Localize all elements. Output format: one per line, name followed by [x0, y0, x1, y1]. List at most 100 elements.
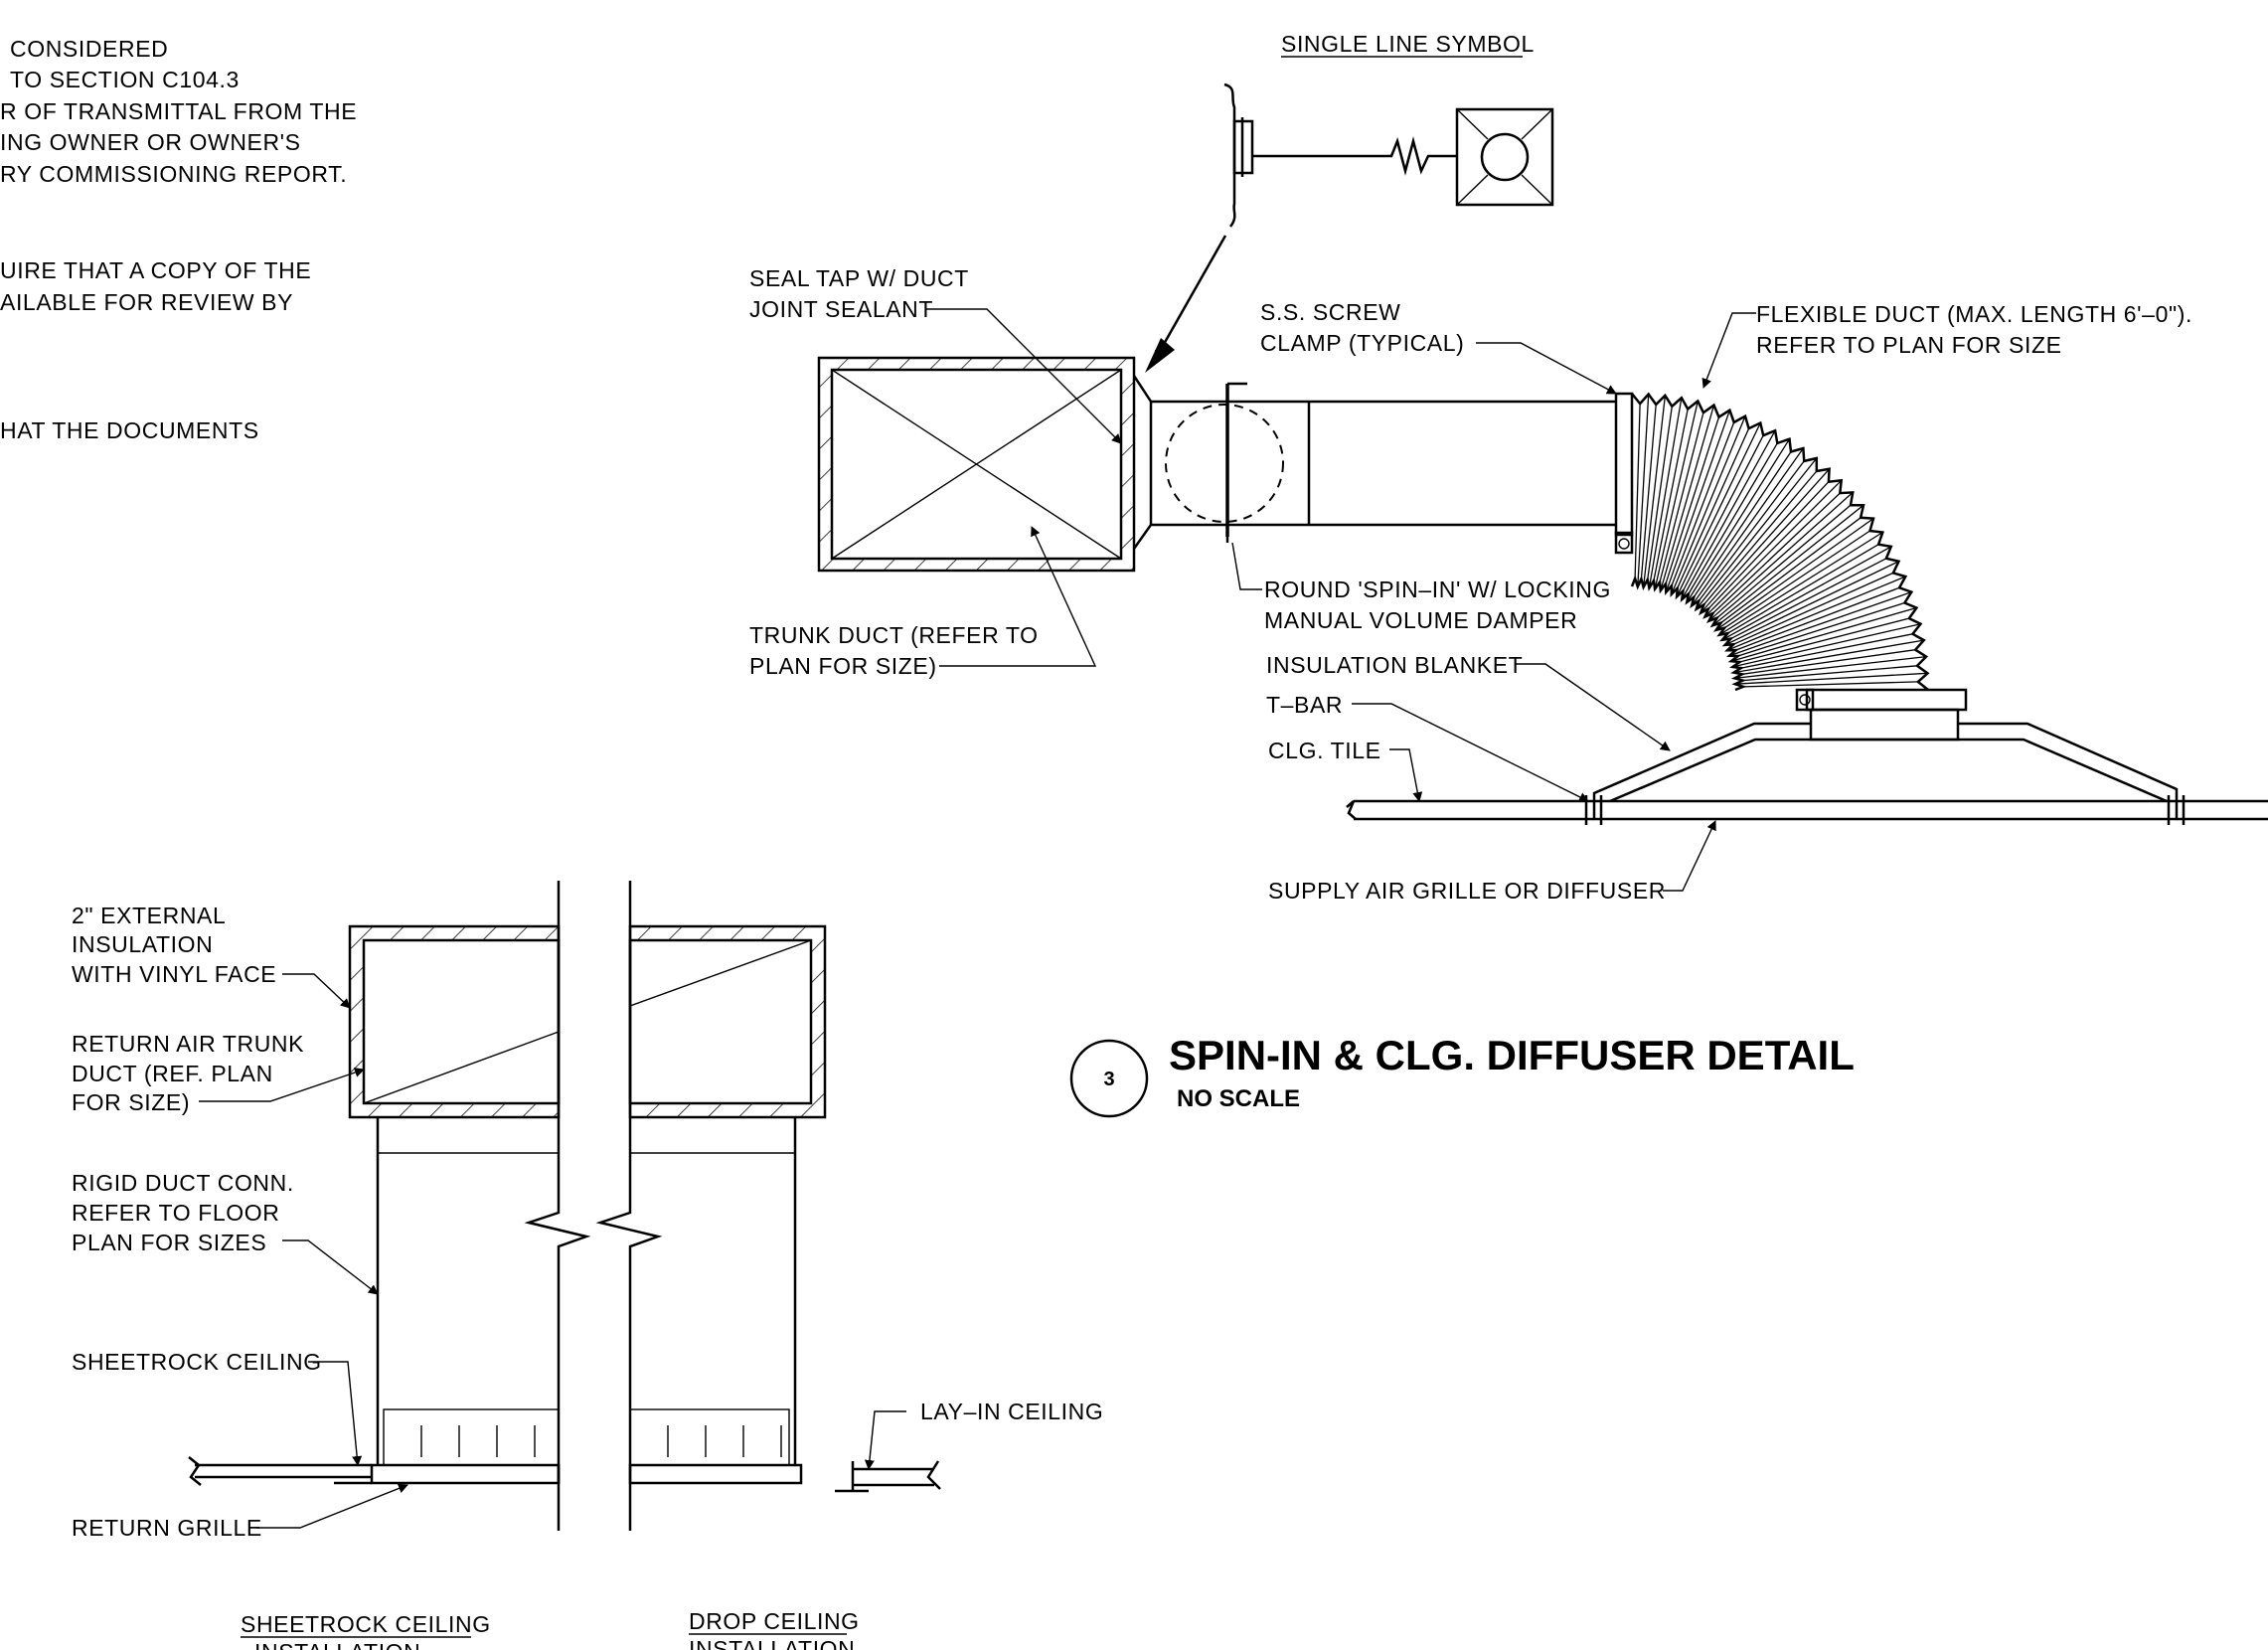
hatch-bottom: [630, 1103, 825, 1117]
flex-rib: [1676, 422, 1761, 597]
lay-in-t-bar: [835, 1461, 869, 1493]
label-rigid: REFER TO FLOOR: [72, 1200, 279, 1226]
label-trunk-duct: TRUNK DUCT (REFER TO: [749, 622, 1039, 648]
leader-clg-tile: [1389, 748, 1423, 802]
label-flex-duct: REFER TO PLAN FOR SIZE: [1756, 332, 2062, 358]
flex-rib: [1671, 421, 1735, 586]
sheetrock-ceiling-line: [188, 1456, 372, 1486]
flex-rib: [1647, 406, 1673, 580]
note-line: RY COMMISSIONING REPORT.: [0, 161, 347, 187]
clg-tile-right: [2177, 799, 2268, 821]
flex-rib: [1739, 617, 1910, 663]
flex-rib: [1642, 395, 1667, 587]
flex-rib: [1665, 416, 1720, 584]
note-line: R OF TRANSMITTAL FROM THE: [0, 98, 357, 124]
label-ss-screw: S.S. SCREW: [1260, 299, 1400, 325]
flex-rib: [1741, 649, 1916, 675]
return-detail: 2" EXTERNAL INSULATION WITH VINYL FACE R…: [72, 881, 1103, 1650]
leader-ext-insul: [282, 973, 351, 1009]
label-ext-insul: 2" EXTERNAL: [72, 903, 226, 928]
flex-rib: [1660, 405, 1715, 591]
leader-seal-tap: [926, 308, 1122, 444]
label-supply-grille: SUPPLY AIR GRILLE OR DIFFUSER: [1268, 878, 1666, 904]
leader-rigid: [282, 1239, 379, 1295]
flex-rib: [1740, 633, 1913, 669]
hatch-right: [1121, 370, 1134, 559]
arrowhead: [1145, 338, 1175, 373]
trunk-duct: [817, 356, 1136, 573]
hatch-bottom: [819, 559, 1134, 571]
symbol-diffuser-square: [1455, 107, 1554, 207]
label-ext-insul: WITH VINYL FACE: [72, 961, 276, 987]
sheetrock-installation-subtitle: INSTALLATION: [254, 1639, 420, 1650]
label-return-grille: RETURN GRILLE: [72, 1515, 262, 1541]
note-line: HAT THE DOCUMENTS: [0, 417, 259, 443]
label-flex-duct: FLEXIBLE DUCT (MAX. LENGTH 6'–0").: [1756, 301, 2192, 327]
label-rigid: RIGID DUCT CONN.: [72, 1170, 294, 1196]
flex-rib: [1659, 412, 1704, 582]
flex-rib: [1732, 572, 1894, 645]
break-line-right: [595, 881, 663, 1531]
lay-in-ceiling-line: [853, 1460, 941, 1490]
flex-rib: [1708, 491, 1854, 622]
symbol-arrow: [1153, 235, 1227, 361]
label-lay-in-ceiling: LAY–IN CEILING: [920, 1399, 1103, 1424]
label-ext-insul: INSULATION: [72, 931, 213, 957]
leader-return-grille: [256, 1483, 408, 1529]
flex-rib: [1671, 415, 1746, 595]
flex-rib: [1686, 438, 1791, 603]
leader-supply-grille: [1663, 820, 1716, 892]
flex-rib: [1707, 481, 1830, 610]
label-spin-in: MANUAL VOLUME DAMPER: [1264, 607, 1577, 633]
symbol-damper-zigzag: [1252, 136, 1456, 176]
flex-rib: [1733, 639, 1924, 674]
grille-left-face: [370, 1463, 561, 1485]
hatch-right: [811, 940, 825, 1103]
hatch-left: [350, 940, 364, 1103]
hatch-top: [350, 926, 559, 940]
note-line: CONSIDERED: [10, 36, 168, 62]
flex-rib: [1693, 451, 1792, 598]
flex-rib: [1721, 546, 1892, 641]
leader-insulation: [1516, 663, 1671, 751]
grille-right-body: [629, 1408, 790, 1466]
leader-return-trunk: [199, 1068, 365, 1102]
flex-rib: [1654, 401, 1699, 589]
flex-rib: [1737, 601, 1905, 657]
clamp-screw: [1618, 538, 1630, 550]
detail-scale: NO SCALE: [1177, 1085, 1300, 1112]
return-trunk-right-inner: [628, 938, 813, 1105]
flex-rib: [1718, 531, 1883, 636]
flex-rib: [1726, 576, 1906, 651]
lay-in-ceiling-line: [1346, 795, 2268, 825]
drop-ceiling-subtitle: INSTALLATION: [689, 1636, 855, 1650]
flex-rib: [1734, 655, 1927, 680]
clamp-screw-tab: [1614, 531, 1634, 555]
grille-blades: [420, 1425, 782, 1457]
flex-rib: [1682, 434, 1764, 591]
flex-rib: [1665, 410, 1731, 593]
sheetrock-installation-title: SHEETROCK CEILING: [241, 1611, 491, 1637]
flex-rib: [1681, 429, 1776, 600]
return-trunk-left-inner: [362, 938, 561, 1105]
flex-rib: [1742, 681, 1918, 688]
note-line: AILABLE FOR REVIEW BY: [0, 289, 293, 315]
return-trunk-left-outer: [348, 924, 561, 1119]
spin-in-detail: SINGLE LINE SYMBOL: [749, 31, 2268, 1118]
flex-rib: [1640, 404, 1657, 579]
flex-rib: [1648, 398, 1683, 588]
flex-rib: [1696, 457, 1818, 610]
note-line: ING OWNER OR OWNER'S: [0, 129, 301, 155]
flex-rib: [1724, 561, 1899, 646]
flex-ribs: [1634, 394, 1928, 688]
duct-diagonal: [629, 939, 812, 1007]
flex-rib: [1700, 468, 1831, 613]
diffuser-dome-outer: [1592, 722, 2179, 801]
flex-rib: [1634, 404, 1641, 579]
note-line: TO SECTION C104.3: [10, 67, 240, 92]
flex-rib: [1711, 504, 1864, 626]
spin-in-collar: [1132, 375, 1616, 550]
flex-rib: [1677, 427, 1750, 589]
label-seal-tap: SEAL TAP W/ DUCT: [749, 265, 969, 291]
diffuser-face: [1592, 799, 2179, 821]
